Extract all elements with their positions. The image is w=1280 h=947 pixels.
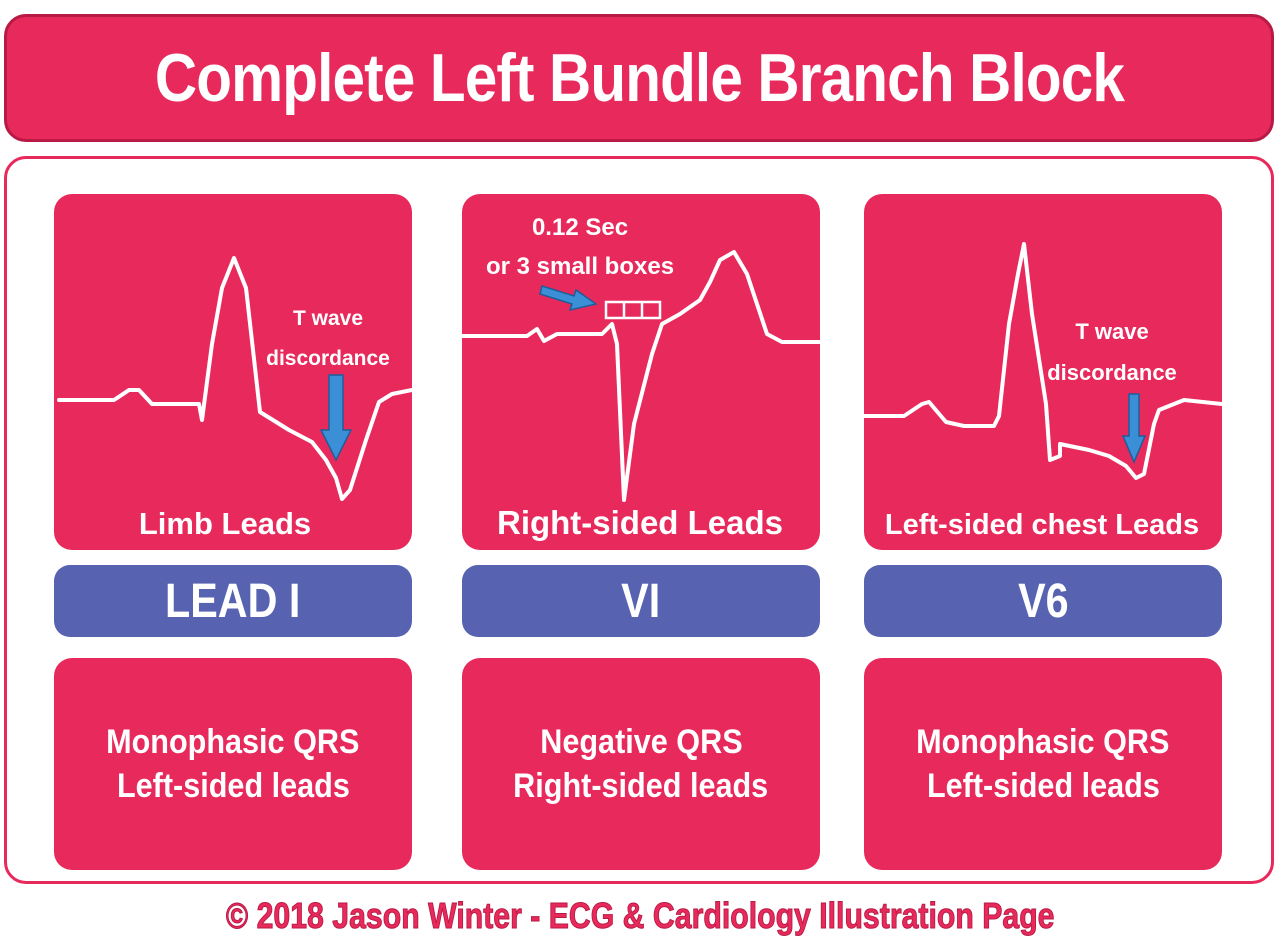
- description-card-lead-i: Monophasic QRS Left-sided leads: [54, 658, 412, 870]
- copyright-text: © 2018 Jason Winter - ECG & Cardiology I…: [225, 895, 1055, 937]
- ecg-trace-lead-i-svg: T wave discordance Limb Leads: [57, 256, 412, 541]
- ecg-card-v6: T wave discordance Left-sided chest Lead…: [864, 194, 1222, 550]
- arrow-down-icon: [319, 374, 353, 462]
- description-line-2: Right-sided leads: [513, 767, 769, 805]
- ecg-trace-lead-i: [57, 256, 412, 501]
- trace-label-v1: Right-sided Leads: [497, 504, 783, 541]
- annotation-v1-line-1: 0.12 Sec: [532, 214, 628, 241]
- lead-bar-lead-i: LEAD I: [54, 565, 412, 637]
- arrow-right-icon: [539, 285, 598, 312]
- description-line-1: Monophasic QRS: [106, 723, 360, 761]
- footer: © 2018 Jason Winter - ECG & Cardiology I…: [0, 890, 1280, 942]
- annotation-v6-line-2: discordance: [1047, 360, 1177, 385]
- annotation-lead-i-line-1: T wave: [293, 307, 363, 330]
- trace-label-lead-i: Limb Leads: [139, 506, 311, 541]
- description-card-v6: Monophasic QRS Left-sided leads: [864, 658, 1222, 870]
- description-line-2: Left-sided leads: [116, 767, 350, 805]
- ecg-card-v1: 0.12 Sec or 3 small boxes Right-sided Le…: [462, 194, 820, 550]
- lead-bar-v6: V6: [864, 565, 1222, 637]
- ecg-trace-v1: [462, 250, 820, 502]
- small-boxes-marker: [604, 300, 662, 320]
- lead-bar-v1: VI: [462, 565, 820, 637]
- title-banner: Complete Left Bundle Branch Block: [4, 14, 1274, 142]
- ecg-trace-v1-svg: 0.12 Sec or 3 small boxes Right-sided Le…: [462, 214, 820, 541]
- description-line-2: Left-sided leads: [926, 767, 1160, 805]
- lead-label-v1: VI: [621, 574, 661, 628]
- ecg-trace-v6-svg: T wave discordance Left-sided chest Lead…: [864, 242, 1222, 541]
- description-line-1: Monophasic QRS: [916, 723, 1170, 761]
- description-card-v1: Negative QRS Right-sided leads: [462, 658, 820, 870]
- lead-label-lead-i: LEAD I: [165, 574, 301, 628]
- annotation-v1-line-2: or 3 small boxes: [486, 253, 674, 280]
- ecg-card-lead-i: T wave discordance Limb Leads: [54, 194, 412, 550]
- annotation-v6-line-1: T wave: [1075, 319, 1148, 344]
- arrow-down-icon: [1121, 393, 1147, 464]
- trace-label-v6: Left-sided chest Leads: [885, 509, 1199, 541]
- description-line-1: Negative QRS: [539, 723, 743, 761]
- lead-label-v6: V6: [1017, 574, 1069, 628]
- page-title: Complete Left Bundle Branch Block: [154, 40, 1124, 116]
- ecg-trace-v6: [864, 242, 1222, 480]
- annotation-lead-i-line-2: discordance: [266, 347, 390, 370]
